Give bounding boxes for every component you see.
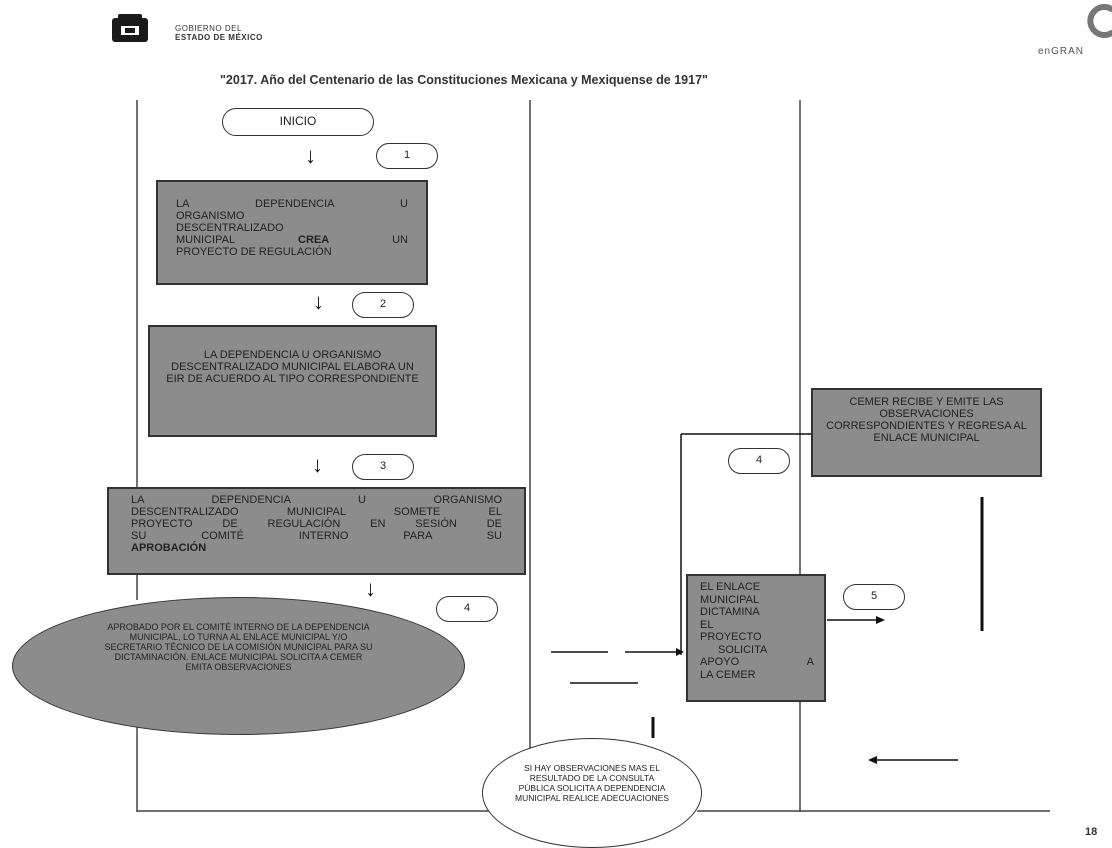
box3-line-5: APROBACIÓN bbox=[131, 542, 207, 554]
arrow-down-icon: ↓ bbox=[365, 576, 376, 601]
government-name: GOBIERNO DEL ESTADO DE MÉXICO bbox=[175, 24, 263, 42]
step-box-cemer-observations: CEMER RECIBE Y EMITE LAS OBSERVACIONES C… bbox=[811, 388, 1042, 477]
enlace-word-apoyo: APOYO bbox=[700, 656, 740, 668]
page-title: "2017. Año del Centenario de las Constit… bbox=[220, 73, 708, 87]
box1-line-3: DESCENTRALIZADO bbox=[176, 222, 284, 234]
step-number-5: 5 bbox=[843, 584, 905, 610]
oval-observations: SI HAY OBSERVACIONES MAS EL RESULTADO DE… bbox=[482, 738, 702, 848]
step-number-3: 3 bbox=[352, 454, 414, 480]
step-number-1: 1 bbox=[376, 143, 438, 169]
enlace-word-a: A bbox=[806, 656, 814, 668]
step-box-submit-committee: LA DEPENDENCIA U ORGANISMO DESCENTRALIZA… bbox=[107, 487, 526, 575]
enlace-line-5: PROYECTO bbox=[700, 631, 762, 643]
step-box-enlace-dictamina: EL ENLACE MUNICIPAL DICTAMINA EL PROYECT… bbox=[686, 574, 826, 702]
government-logo-icon bbox=[112, 14, 148, 42]
box-cemer-text: CEMER RECIBE Y EMITE LAS OBSERVACIONES C… bbox=[826, 396, 1027, 444]
enlace-line-4: EL bbox=[700, 618, 714, 631]
box3-line-4: SU COMITÉ INTERNO PARA SU bbox=[131, 530, 502, 542]
box1-word-dependencia: DEPENDENCIA bbox=[255, 198, 335, 210]
enlace-line-3: DICTAMINA bbox=[700, 606, 760, 618]
enlace-line-8: LA CEMER bbox=[700, 668, 756, 681]
step-number-4-left: 4 bbox=[436, 596, 498, 622]
box1-word-un: UN bbox=[392, 234, 408, 246]
enlace-line-2: MUNICIPAL bbox=[700, 593, 760, 606]
government-line-2: ESTADO DE MÉXICO bbox=[175, 33, 263, 42]
oval-left-text: APROBADO POR EL COMITÉ INTERNO DE LA DEP… bbox=[104, 622, 373, 672]
box3-line-2: DESCENTRALIZADO MUNICIPAL SOMETE EL bbox=[131, 506, 502, 518]
box3-line-3: PROYECTO DE REGULACIÓN EN SESIÓN DE bbox=[131, 518, 502, 530]
enlace-line-1: EL ENLACE bbox=[700, 581, 761, 593]
start-label: INICIO bbox=[279, 114, 317, 128]
step-box-elaborate-eir: LA DEPENDENCIA U ORGANISMO DESCENTRALIZA… bbox=[148, 325, 437, 437]
box1-line-2: ORGANISMO bbox=[176, 210, 245, 222]
start-terminator: INICIO bbox=[222, 108, 374, 136]
box1-word-crea: CREA bbox=[298, 234, 330, 246]
government-line-1: GOBIERNO DEL bbox=[175, 24, 242, 33]
oval-bottom-text: SI HAY OBSERVACIONES MAS EL RESULTADO DE… bbox=[515, 763, 669, 803]
step-box-create-project: LA DEPENDENCIA U ORGANISMO DESCENTRALIZA… bbox=[156, 180, 428, 285]
box3-line-1: LA DEPENDENCIA U ORGANISMO bbox=[131, 494, 502, 506]
box1-line-5: PROYECTO DE REGULACIÓN bbox=[176, 246, 332, 258]
box1-word-municipal: MUNICIPAL bbox=[176, 234, 236, 246]
box2-text: LA DEPENDENCIA U ORGANISMO DESCENTRALIZA… bbox=[166, 349, 419, 385]
oval-approved-committee: APROBADO POR EL COMITÉ INTERNO DE LA DEP… bbox=[12, 597, 465, 735]
page-number: 18 bbox=[1085, 826, 1098, 838]
brand-text: enGRAN bbox=[1038, 46, 1085, 57]
step-number-4-right: 4 bbox=[728, 448, 790, 474]
box1-word-u: U bbox=[400, 198, 408, 210]
brand-mark-icon bbox=[1087, 4, 1112, 38]
step-number-2: 2 bbox=[352, 292, 414, 318]
arrow-down-icon: ↓ bbox=[313, 289, 324, 314]
enlace-line-6: SOLICITA bbox=[718, 643, 768, 656]
arrow-down-icon: ↓ bbox=[312, 452, 323, 477]
box1-word-la: LA bbox=[176, 198, 190, 210]
arrow-down-icon: ↓ bbox=[305, 143, 316, 168]
